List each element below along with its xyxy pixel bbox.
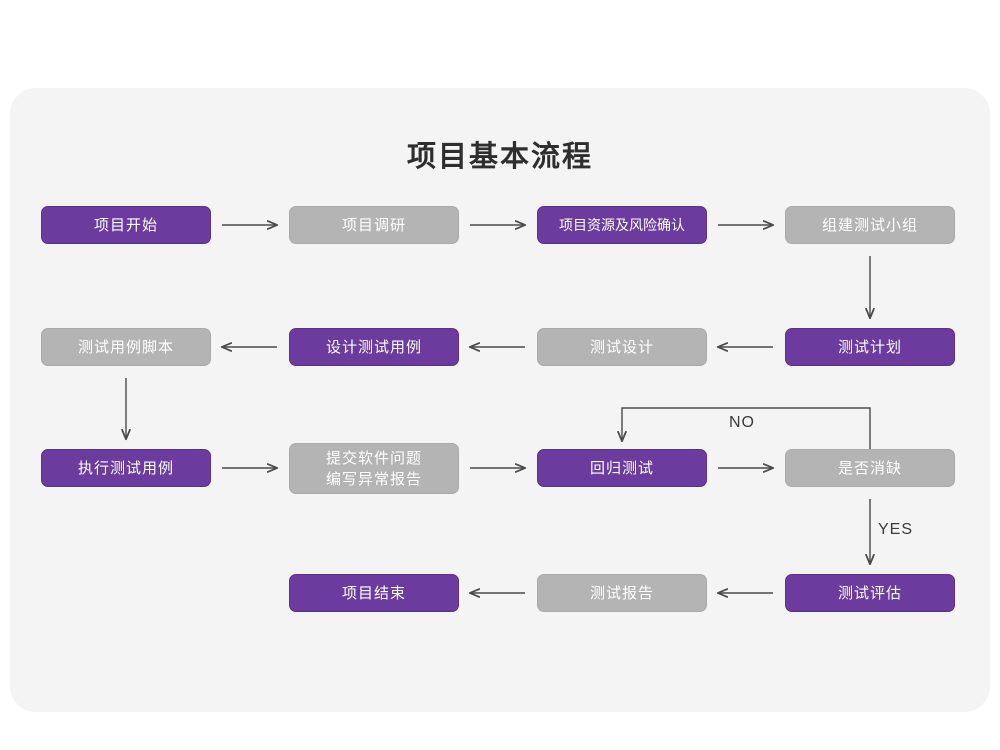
node-test-report[interactable]: 测试报告 [537, 574, 707, 612]
node-defect-resolved-decision[interactable]: 是否消缺 [785, 449, 955, 487]
node-project-research[interactable]: 项目调研 [289, 206, 459, 244]
node-build-test-team[interactable]: 组建测试小组 [785, 206, 955, 244]
node-execute-test-case[interactable]: 执行测试用例 [41, 449, 211, 487]
node-regression-test[interactable]: 回归测试 [537, 449, 707, 487]
node-submit-defect-report[interactable]: 提交软件问题 编写异常报告 [289, 443, 459, 494]
node-resource-risk-confirm[interactable]: 项目资源及风险确认 [537, 206, 707, 244]
edge-label-yes: YES [878, 521, 914, 538]
edge-label-no: NO [729, 414, 755, 431]
node-project-start[interactable]: 项目开始 [41, 206, 211, 244]
node-project-end[interactable]: 项目结束 [289, 574, 459, 612]
node-test-design[interactable]: 测试设计 [537, 328, 707, 366]
node-test-case-script[interactable]: 测试用例脚本 [41, 328, 211, 366]
node-test-evaluation[interactable]: 测试评估 [785, 574, 955, 612]
node-test-plan[interactable]: 测试计划 [785, 328, 955, 366]
flowchart-card [10, 88, 990, 712]
node-design-test-case[interactable]: 设计测试用例 [289, 328, 459, 366]
page-title: 项目基本流程 [406, 141, 593, 173]
